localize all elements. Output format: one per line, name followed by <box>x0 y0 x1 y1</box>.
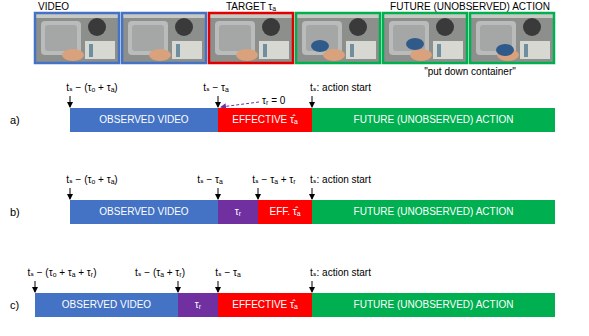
timeline-segment: OBSERVED VIDEO <box>70 200 218 224</box>
timeline-segment: EFFECTIVE τ̂ₐ <box>218 293 312 317</box>
segment-text: EFF. τ̂ₐ <box>269 206 300 218</box>
frame-label: TARGET τₐ <box>226 1 276 13</box>
dashed-leader <box>221 102 259 107</box>
segment-text: FUTURE (UNOBSERVED) ACTION <box>354 299 514 311</box>
row-label: c) <box>10 299 19 312</box>
timeline-segment: EFFECTIVE τ̂ₐ <box>218 108 312 132</box>
segment-text: OBSERVED VIDEO <box>99 206 188 218</box>
time-label: τᵣ = 0 <box>262 95 285 107</box>
segment-text: OBSERVED VIDEO <box>62 299 151 311</box>
timeline-segment: FUTURE (UNOBSERVED) ACTION <box>312 200 555 224</box>
action-caption: "put down container" <box>424 66 516 78</box>
segment-text: OBSERVED VIDEO <box>99 114 188 126</box>
time-label: tₛ: action start <box>310 267 371 279</box>
timeline-segment: OBSERVED VIDEO <box>35 293 178 317</box>
frame-label: FUTURE (UNOBSERVED) ACTION <box>390 1 550 13</box>
time-label: tₛ: action start <box>310 174 371 186</box>
segment-text: EFFECTIVE τ̂ₐ <box>232 299 297 311</box>
frame-label: VIDEO <box>38 1 69 13</box>
time-label: tₛ − (τₒ + τₐ) <box>66 82 117 94</box>
time-label: tₛ − τₐ <box>215 267 241 279</box>
segment-text: FUTURE (UNOBSERVED) ACTION <box>354 206 514 218</box>
video-frames <box>35 13 554 63</box>
timeline-segment: FUTURE (UNOBSERVED) ACTION <box>312 293 555 317</box>
timeline-segment: OBSERVED VIDEO <box>70 108 218 132</box>
segment-text: τᵣ <box>195 299 201 311</box>
time-label: tₛ − (τₐ + τᵣ) <box>135 267 185 279</box>
timeline-segment: τᵣ <box>218 200 258 224</box>
segment-text: τᵣ <box>235 206 241 218</box>
time-label: tₛ − τₐ + τᵣ <box>252 174 295 186</box>
row-label: b) <box>10 206 20 219</box>
time-label: tₛ: action start <box>310 82 371 94</box>
time-arrows <box>35 96 312 292</box>
timeline-segment: EFF. τ̂ₐ <box>258 200 312 224</box>
time-label: tₛ − (τₒ + τₐ + τᵣ) <box>27 267 96 279</box>
time-label: tₛ − (τₒ + τₐ) <box>66 174 117 186</box>
row-label: a) <box>10 114 20 127</box>
timeline-segment: τᵣ <box>178 293 218 317</box>
time-label: tₛ − τₐ <box>203 82 229 94</box>
time-label: tₛ − τₐ <box>197 174 223 186</box>
timeline-segment: FUTURE (UNOBSERVED) ACTION <box>312 108 555 132</box>
segment-text: FUTURE (UNOBSERVED) ACTION <box>354 114 514 126</box>
segment-text: EFFECTIVE τ̂ₐ <box>232 114 297 126</box>
